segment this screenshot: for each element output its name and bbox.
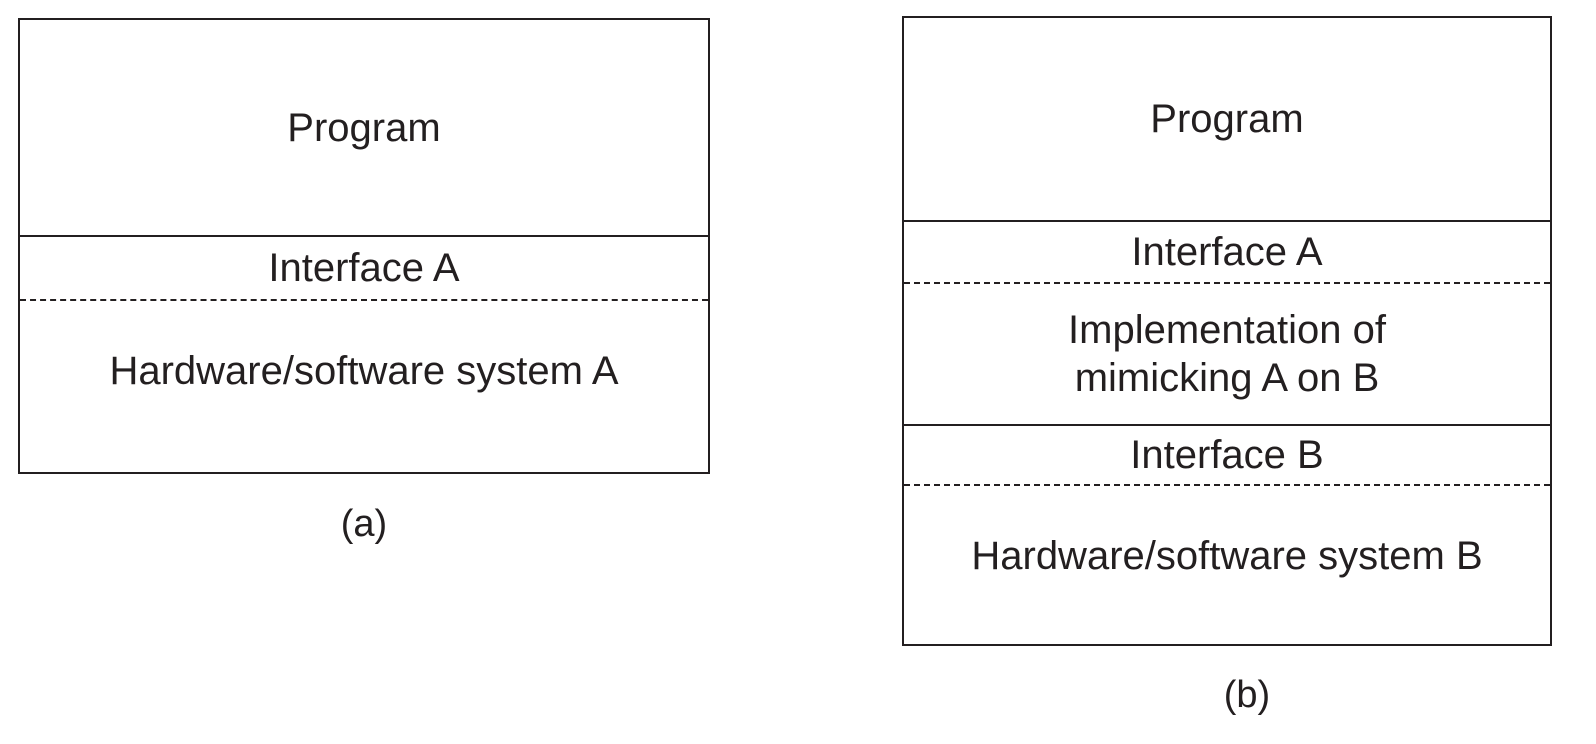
implementation-label-line1: Implementation of	[1068, 308, 1386, 352]
interface-b-label: Interface B	[1130, 433, 1324, 477]
program-layer-a: Program	[20, 20, 708, 237]
implementation-layer: Implementation of mimicking A on B	[904, 284, 1550, 426]
interface-a-label-b: Interface A	[1131, 230, 1323, 274]
system-b-layer: Hardware/software system B	[904, 486, 1550, 626]
interface-b-layer: Interface B	[904, 426, 1550, 486]
interface-a-label: Interface A	[268, 246, 460, 290]
program-layer-b: Program	[904, 18, 1550, 222]
system-a-layer: Hardware/software system A	[20, 301, 708, 441]
interface-a-layer-b: Interface A	[904, 222, 1550, 284]
stack-diagram-a: Program Interface A Hardware/software sy…	[18, 18, 710, 474]
system-a-label: Hardware/software system A	[109, 349, 619, 393]
stack-diagram-b: Program Interface A Implementation of mi…	[902, 16, 1552, 646]
program-label-a: Program	[287, 105, 441, 150]
implementation-label-line2: mimicking A on B	[1074, 356, 1380, 400]
caption-a: (a)	[340, 503, 388, 545]
interface-a-layer: Interface A	[20, 237, 708, 301]
program-label-b: Program	[1150, 97, 1304, 141]
caption-b: (b)	[1223, 674, 1271, 716]
system-b-label: Hardware/software system B	[971, 534, 1483, 578]
